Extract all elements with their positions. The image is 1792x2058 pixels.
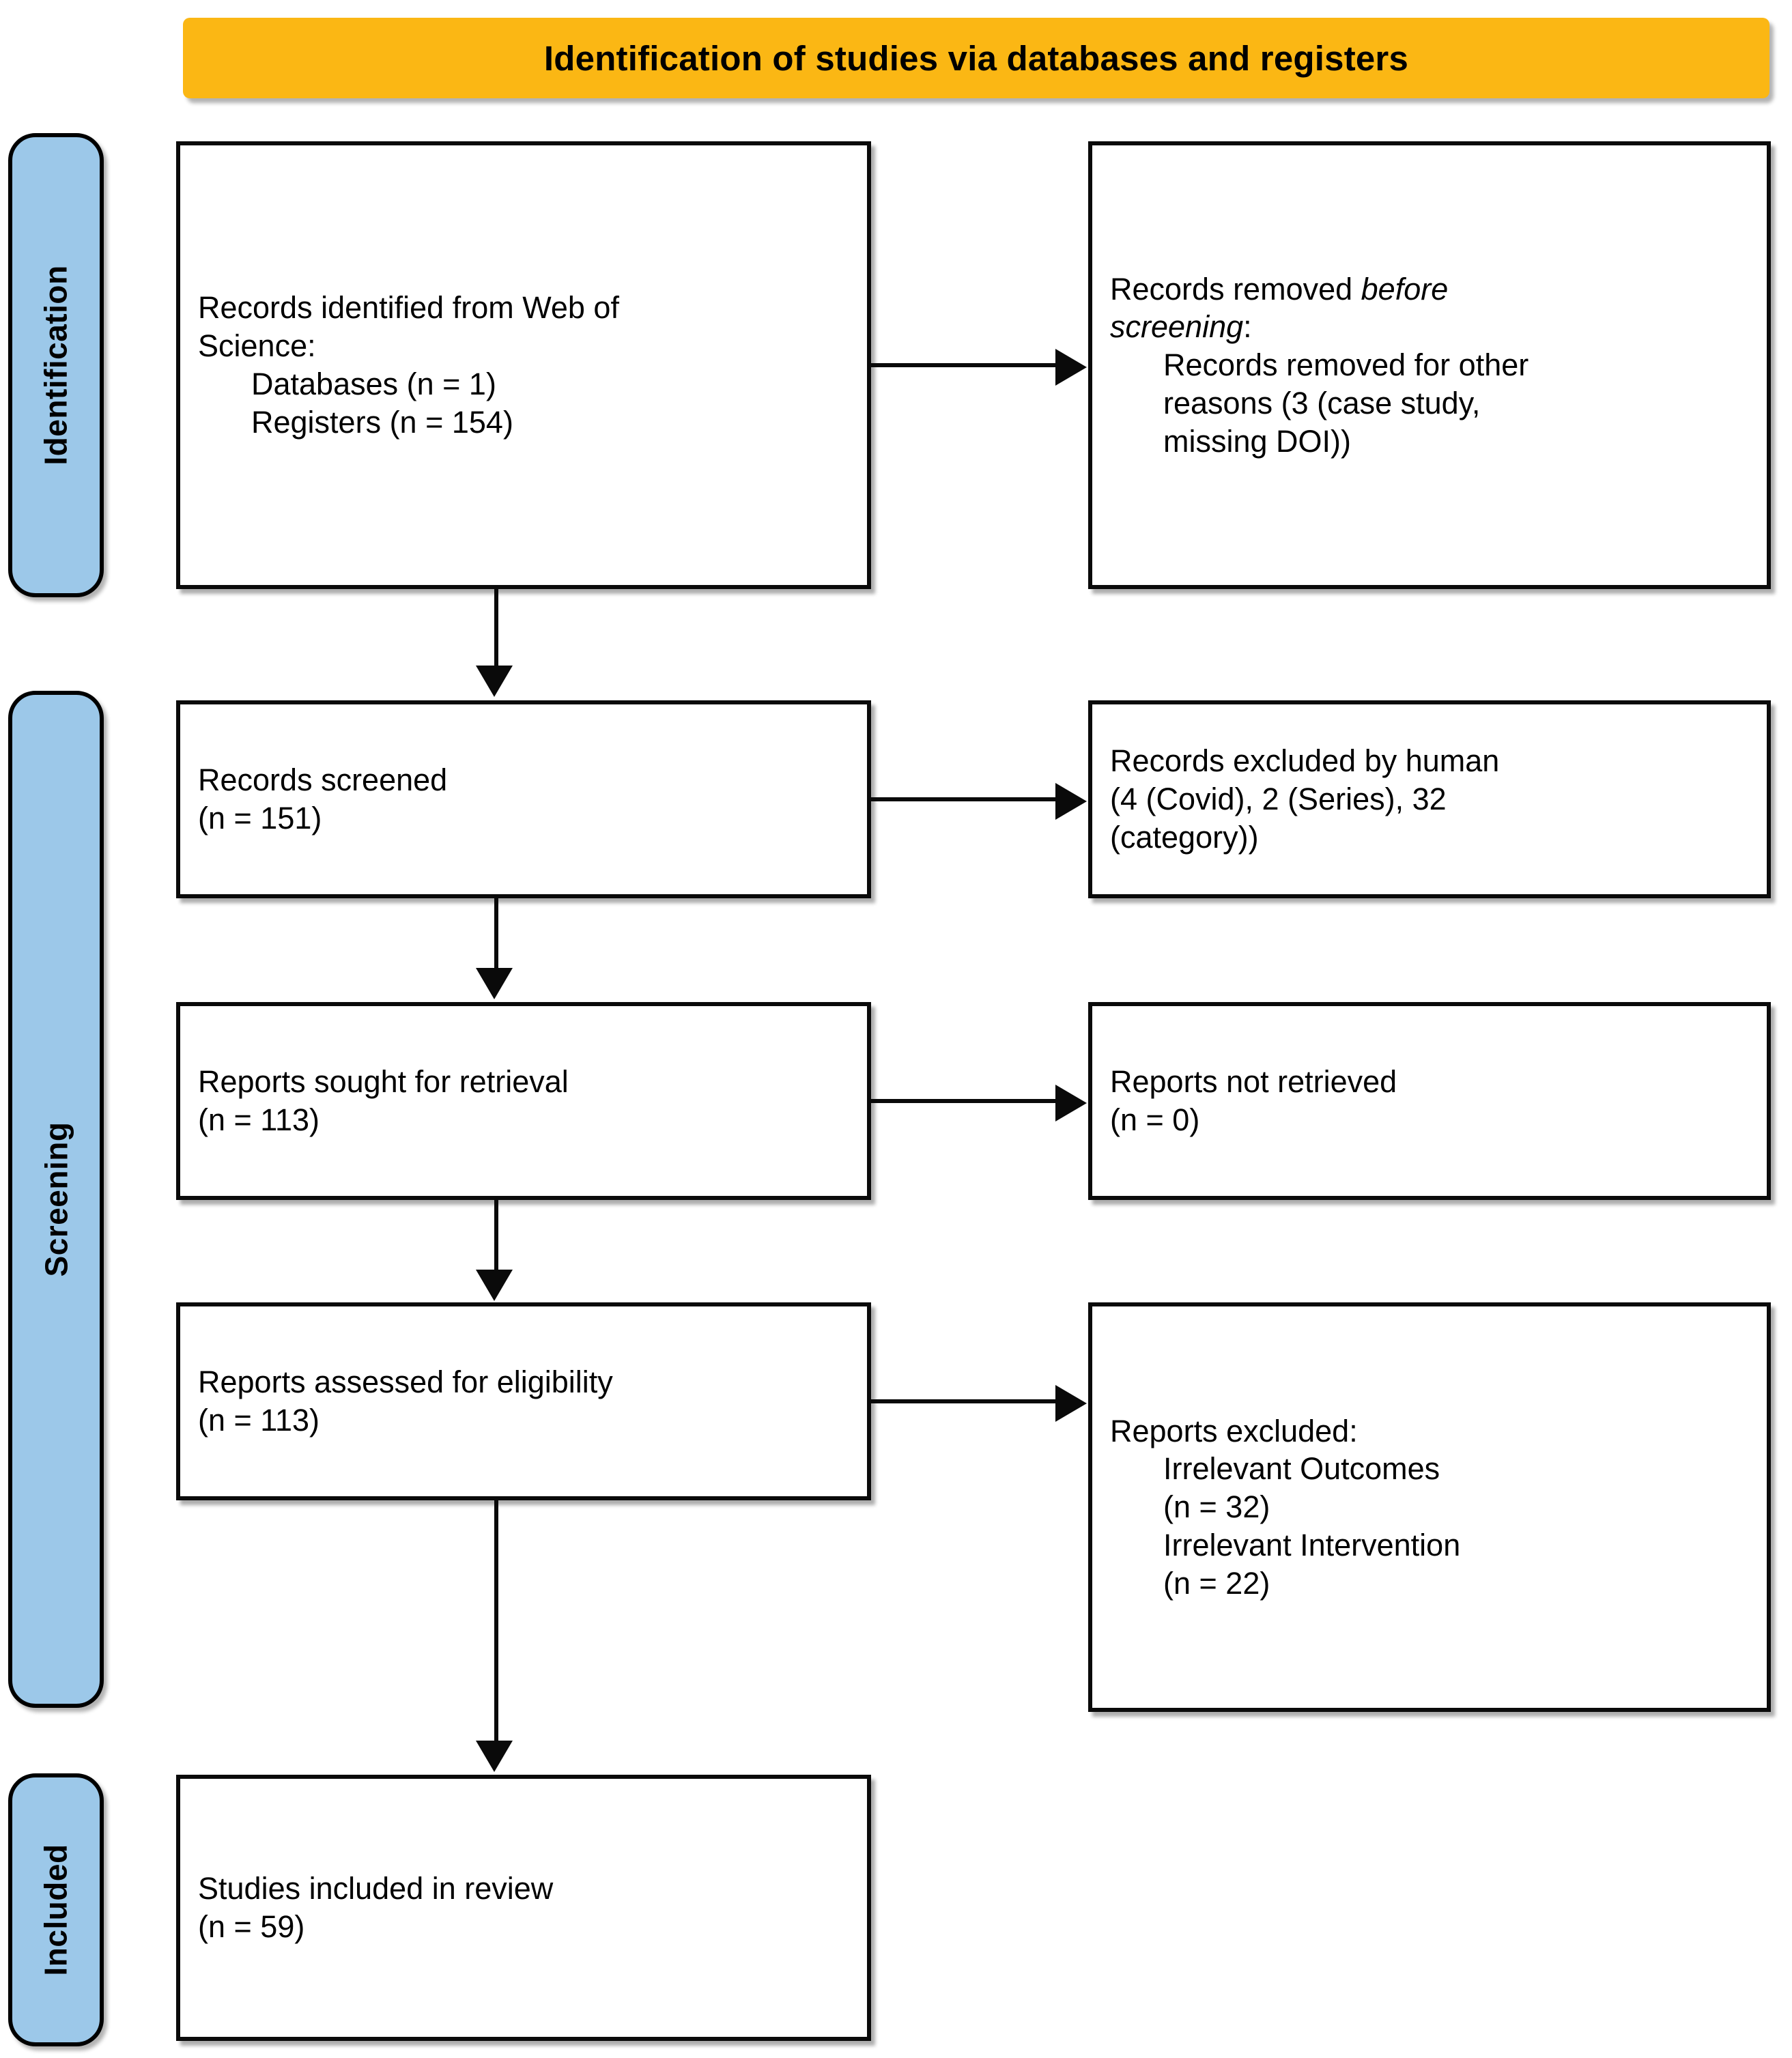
box-records-screened-text: Records screened (n = 151) [180,761,867,838]
records-removed-line-2: screening: [1110,308,1749,346]
records-identified-line-2: Science: [198,328,316,364]
records-removed-line-1: Records removed before [1110,270,1749,309]
diagram-title: Identification of studies via databases … [543,38,1409,78]
box-studies-included-in-review: Studies included in review (n = 59) [176,1775,871,2041]
reports-not-retrieved-label: Reports not retrieved [1110,1064,1397,1100]
diagram-header-banner: Identification of studies via databases … [183,18,1769,98]
connector-screened-to-excluded [871,797,1057,801]
reports-assessed-count: (n = 113) [198,1403,320,1438]
reports-excluded-label: Reports excluded: [1110,1413,1358,1448]
records-removed-italic-screening: screening [1110,309,1244,345]
stage-bar-identification: Identification [8,133,104,597]
box-reports-excluded: Reports excluded: Irrelevant Outcomes (n… [1088,1302,1771,1712]
records-screened-label: Records screened [198,762,448,798]
reports-excluded-intervention-count: (n = 22) [1163,1565,1270,1601]
box-reports-assessed-text: Reports assessed for eligibility (n = 11… [180,1363,867,1440]
box-reports-not-retrieved-text: Reports not retrieved (n = 0) [1092,1063,1767,1139]
connector-assessed-to-reports-excluded [871,1399,1057,1403]
stage-label-identification: Identification [38,265,74,466]
stage-bar-included: Included [8,1773,104,2046]
records-excluded-detail-1: (4 (Covid), 2 (Series), 32 [1110,782,1447,817]
box-records-screened: Records screened (n = 151) [176,700,871,898]
studies-included-label: Studies included in review [198,1871,554,1906]
arrowhead-right-icon [1055,783,1087,820]
arrowhead-down-icon [476,968,513,999]
box-reports-assessed-for-eligibility: Reports assessed for eligibility (n = 11… [176,1302,871,1500]
records-removed-reason-line-1: Records removed for other [1163,347,1529,383]
connector-sought-to-assessed [494,1200,498,1275]
box-studies-included-text: Studies included in review (n = 59) [180,1870,867,1946]
records-excluded-detail-2: (category)) [1110,819,1259,855]
arrowhead-down-icon [476,666,513,697]
records-removed-colon: : [1243,309,1252,345]
connector-assessed-to-included [494,1500,498,1746]
box-records-removed-text: Records removed before screening: Record… [1092,270,1767,461]
connector-sought-to-not-retrieved [871,1099,1057,1103]
records-identified-line-1: Records identified from Web of [198,290,619,326]
records-removed-reason-line-2: reasons (3 (case study, [1163,385,1481,420]
reports-excluded-reason-intervention: Irrelevant Intervention [1163,1527,1461,1562]
reports-sought-label: Reports sought for retrieval [198,1064,569,1100]
connector-identified-to-removed [871,363,1057,367]
box-reports-sought-text: Reports sought for retrieval (n = 113) [180,1063,867,1139]
records-identified-registers: Registers (n = 154) [251,404,513,440]
arrowhead-down-icon [476,1270,513,1301]
records-removed-reason-line-3: missing DOI)) [1163,423,1352,459]
records-removed-italic-before: before [1361,271,1449,306]
records-identified-databases: Databases (n = 1) [251,367,496,401]
arrowhead-right-icon [1055,1385,1087,1422]
box-records-identified-text: Records identified from Web of Science: … [180,289,867,441]
reports-excluded-outcomes-count: (n = 32) [1163,1489,1270,1525]
reports-sought-count: (n = 113) [198,1102,320,1137]
studies-included-count: (n = 59) [198,1909,305,1944]
box-reports-not-retrieved: Reports not retrieved (n = 0) [1088,1002,1771,1200]
arrowhead-right-icon [1055,1085,1087,1121]
arrowhead-right-icon [1055,349,1087,386]
records-excluded-label: Records excluded by human [1110,743,1500,779]
box-records-identified: Records identified from Web of Science: … [176,141,871,589]
records-removed-prefix: Records removed [1110,271,1361,306]
box-reports-excluded-text: Reports excluded: Irrelevant Outcomes (n… [1092,1412,1767,1603]
reports-excluded-reason-outcomes: Irrelevant Outcomes [1163,1451,1440,1487]
stage-bar-screening: Screening [8,691,104,1708]
box-records-excluded-text: Records excluded by human (4 (Covid), 2 … [1092,742,1767,856]
stage-label-screening: Screening [38,1121,74,1277]
connector-screened-to-sought [494,898,498,973]
reports-assessed-label: Reports assessed for eligibility [198,1364,613,1400]
reports-not-retrieved-count: (n = 0) [1110,1102,1200,1137]
stage-label-included: Included [38,1844,74,1976]
connector-identified-to-screened [494,589,498,671]
records-screened-count: (n = 151) [198,801,322,835]
box-reports-sought-for-retrieval: Reports sought for retrieval (n = 113) [176,1002,871,1200]
box-records-excluded-by-human: Records excluded by human (4 (Covid), 2 … [1088,700,1771,898]
arrowhead-down-icon [476,1741,513,1772]
box-records-removed-before-screening: Records removed before screening: Record… [1088,141,1771,589]
